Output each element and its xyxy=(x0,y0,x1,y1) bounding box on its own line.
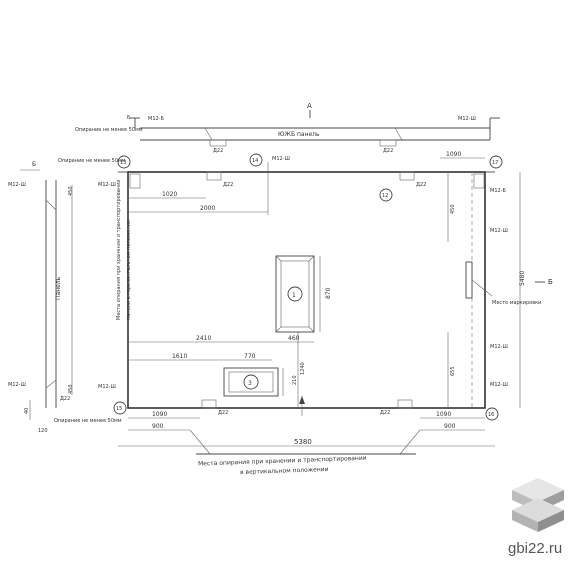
right-mark-3: М12-Ш xyxy=(490,344,508,350)
marking-place: Место маркировки xyxy=(465,261,541,306)
left-vertical-note-2: панели в горизонтальном положении xyxy=(126,220,132,320)
svg-text:15: 15 xyxy=(116,406,122,412)
svg-text:5380: 5380 xyxy=(294,438,312,446)
d22-f: Д22 xyxy=(380,410,390,416)
dim-bottom-left: 1090 900 xyxy=(128,411,200,431)
brand-text: gbi22.ru xyxy=(508,540,563,557)
dim-1020: 1020 xyxy=(128,191,206,199)
svg-text:40: 40 xyxy=(24,408,30,414)
svg-text:М12-Ш: М12-Ш xyxy=(458,116,476,122)
svg-text:A: A xyxy=(307,102,312,110)
opening-1: 1 xyxy=(275,255,315,333)
svg-text:3: 3 xyxy=(248,380,252,387)
left-section-view: Панель 450 450 Места опирания при хранен… xyxy=(8,158,132,434)
inner-right-tag: 12 xyxy=(379,188,393,202)
section-mark-top: A xyxy=(307,102,312,118)
svg-text:12: 12 xyxy=(382,193,388,199)
top-right-mark: М12-Ш xyxy=(458,116,500,140)
svg-text:16: 16 xyxy=(488,412,494,418)
panel-outline xyxy=(127,171,486,409)
svg-text:М12-Ш: М12-Ш xyxy=(8,382,26,388)
bottom-corner-right: 16 xyxy=(485,407,499,421)
svg-text:450: 450 xyxy=(450,204,456,214)
svg-text:Место маркировки: Место маркировки xyxy=(492,300,541,306)
svg-text:Опирание не менее 50мм: Опирание не менее 50мм xyxy=(75,127,143,133)
svg-text:655: 655 xyxy=(450,366,456,376)
svg-text:450: 450 xyxy=(68,384,74,394)
svg-text:120: 120 xyxy=(38,428,48,434)
bottom-note-1: Места опирания при хранении и транспорти… xyxy=(198,455,367,468)
dim-2000: 2000 xyxy=(128,205,268,213)
top-section-view: ЮЖБ панель Д22 Д22 xyxy=(140,127,490,154)
left-bot-mark: М12-Ш xyxy=(98,384,116,390)
right-mark-1: М12-Б xyxy=(490,188,506,194)
svg-text:17: 17 xyxy=(492,160,498,166)
dim-450: 450 xyxy=(447,172,456,242)
svg-text:М12-Ш: М12-Ш xyxy=(8,182,26,188)
svg-text:770: 770 xyxy=(244,353,256,360)
dim-2410: 2410 xyxy=(128,335,276,343)
dim-bottom-right: 1090 900 xyxy=(420,411,485,431)
svg-text:1090: 1090 xyxy=(152,411,167,418)
dim-460: 460 xyxy=(276,335,314,343)
bottom-corner-left: 15 xyxy=(113,401,127,415)
plan-title: ЮЖБ панель xyxy=(278,131,320,138)
svg-text:М12-Ш: М12-Ш xyxy=(272,156,290,162)
d22-d: Д22 xyxy=(416,182,426,188)
dim-1240: 1240 xyxy=(297,332,306,408)
section-mark-right: Б xyxy=(535,278,553,286)
svg-text:450: 450 xyxy=(68,186,74,196)
brand-logo xyxy=(512,478,564,532)
svg-text:900: 900 xyxy=(444,423,456,430)
d22-c: Д22 xyxy=(223,182,233,188)
svg-text:Опирание не менее 50мм: Опирание не менее 50мм xyxy=(58,158,126,164)
d22-a: Д22 xyxy=(213,148,223,154)
dim-top-right: 1090 xyxy=(440,151,485,159)
upper-left-corner-tag: 13 xyxy=(117,155,131,169)
left-vertical-note-1: Места опирания при хранении и транспорти… xyxy=(116,179,122,320)
svg-text:Д22: Д22 xyxy=(60,396,70,402)
svg-text:2410: 2410 xyxy=(196,335,211,342)
d22-e: Д22 xyxy=(218,410,228,416)
svg-text:1610: 1610 xyxy=(172,353,187,360)
svg-text:Б: Б xyxy=(127,115,131,121)
svg-text:1: 1 xyxy=(292,292,296,299)
svg-text:Б: Б xyxy=(32,161,36,168)
dim-5480: 5480 xyxy=(519,172,526,408)
svg-text:13: 13 xyxy=(120,160,126,166)
svg-text:14: 14 xyxy=(252,158,258,164)
svg-text:5480: 5480 xyxy=(519,271,526,286)
dim-210: 210 xyxy=(282,368,298,396)
upper-mid-mark: 14 М12-Ш xyxy=(249,153,290,215)
svg-text:2000: 2000 xyxy=(200,205,215,212)
svg-text:210: 210 xyxy=(292,375,298,385)
dim-655: 655 xyxy=(447,332,456,408)
top-left-mark: М12-Б Б xyxy=(127,115,164,128)
right-mark-2: М12-Ш xyxy=(490,228,508,234)
opening-3: 3 xyxy=(223,367,279,397)
left-top-mark: М12-Ш xyxy=(98,182,116,188)
dim-1610: 1610 xyxy=(128,353,224,361)
right-mark-4: М12-Ш xyxy=(490,382,508,388)
svg-text:Опирание не менее 50мм: Опирание не менее 50мм xyxy=(54,418,122,424)
dim-870: 870 xyxy=(319,256,332,332)
dim-770: 770 xyxy=(224,353,272,361)
upper-right-corner-tag: 17 xyxy=(489,155,503,169)
svg-text:870: 870 xyxy=(325,287,332,299)
svg-text:1020: 1020 xyxy=(162,191,177,198)
svg-text:Б: Б xyxy=(548,278,553,286)
svg-text:460: 460 xyxy=(288,335,300,342)
svg-text:900: 900 xyxy=(152,423,164,430)
dim-overall: 5380 xyxy=(118,438,495,447)
svg-text:1090: 1090 xyxy=(436,411,451,418)
support-note-top: Опирание не менее 50мм xyxy=(75,127,143,133)
svg-text:1240: 1240 xyxy=(300,362,306,375)
svg-text:1090: 1090 xyxy=(446,151,461,158)
d22-b: Д22 xyxy=(383,148,393,154)
bottom-note-2: в вертикальном положении xyxy=(240,466,329,476)
left-panel-label: Панель xyxy=(55,276,62,300)
svg-text:М12-Б: М12-Б xyxy=(148,116,164,122)
